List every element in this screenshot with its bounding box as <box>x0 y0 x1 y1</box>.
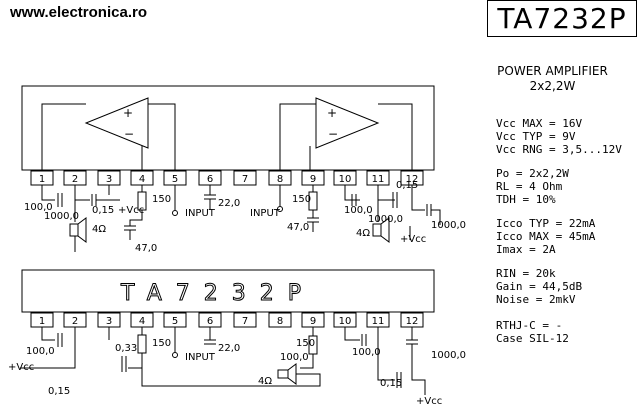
bottom-component-label-3: 0,33 <box>115 343 137 354</box>
top-pin-label-3: 3 <box>106 174 112 185</box>
bottom-component-label-11: 1000,0 <box>431 350 466 361</box>
spec-gain: Gain = 44,5dB <box>496 280 583 293</box>
spec-title-line1: POWER AMPLIFIER <box>497 64 608 78</box>
top-component-label-6: 47,0 <box>135 243 157 254</box>
bottom-component-label-1: +Vcc <box>8 362 34 373</box>
bottom-pin-label-1: 1 <box>39 316 45 327</box>
svg-text:+: + <box>327 106 337 120</box>
top-pin-label-11: 11 <box>372 174 385 185</box>
spec-case: Case SIL-12 <box>496 332 569 345</box>
top-component-label-2: +Vcc <box>118 205 144 216</box>
bottom-component-label-10: 100,0 <box>352 347 381 358</box>
bottom-external-circuit <box>20 327 426 395</box>
spec-rthj: RTHJ-C = - <box>496 319 563 332</box>
spec-vcc-rng: Vcc RNG = 3,5...12V <box>496 143 622 156</box>
top-pin-label-10: 10 <box>339 174 352 185</box>
top-component-label-11: 47,0 <box>287 222 309 233</box>
top-component-label-10: 150 <box>292 194 311 205</box>
bottom-component-label-0: 100,0 <box>26 346 55 357</box>
package-label: TA7232P <box>120 281 315 306</box>
bottom-component-label-12: 0,15 <box>380 378 402 389</box>
right-amplifier-symbol <box>315 97 380 149</box>
bottom-pin-label-8: 8 <box>277 316 283 327</box>
top-component-label-17: 1000,0 <box>431 220 466 231</box>
bottom-component-label-13: +Vcc <box>416 396 442 407</box>
spec-title-line2: 2x2,2W <box>529 79 576 93</box>
spec-rl: RL = 4 Ohm <box>496 180 563 193</box>
top-component-label-16: +Vcc <box>400 234 426 245</box>
website-url: www.electronica.ro <box>10 4 147 21</box>
top-pin-label-6: 6 <box>207 174 213 185</box>
bottom-component-label-9: 4Ω <box>258 376 272 387</box>
spec-vcc-max: Vcc MAX = 16V <box>496 117 583 130</box>
svg-text:−: − <box>124 127 134 141</box>
chip-title: TA7232P <box>497 2 627 35</box>
top-component-label-0: 100,0 <box>24 202 53 213</box>
top-component-label-12: 100,0 <box>344 205 373 216</box>
bottom-pin-label-3: 3 <box>106 316 112 327</box>
spec-vcc-typ: Vcc TYP = 9V <box>496 130 576 143</box>
top-pin-label-1: 1 <box>39 174 45 185</box>
svg-text:−: − <box>328 127 338 141</box>
bottom-pin-label-12: 12 <box>406 316 419 327</box>
top-pin-box-7 <box>233 170 257 186</box>
top-component-label-13: 0,15 <box>396 180 418 191</box>
bottom-pin-label-11: 11 <box>372 316 385 327</box>
bottom-component-label-2: 0,15 <box>48 386 70 397</box>
top-component-label-1: 0,15 <box>92 205 114 216</box>
top-component-label-8: 22,0 <box>218 198 240 209</box>
bottom-component-label-5: INPUT <box>185 352 216 363</box>
top-pin-label-12: 12 <box>406 174 419 185</box>
spec-imax: Imax = 2A <box>496 243 556 256</box>
bottom-component-label-4: 150 <box>152 338 171 349</box>
top-component-label-9: INPUT <box>250 208 281 219</box>
bottom-pin-label-10: 10 <box>339 316 352 327</box>
bottom-pin-label-5: 5 <box>172 316 178 327</box>
top-component-label-15: 4Ω <box>356 228 370 239</box>
top-pin-label-7: 7 <box>242 174 248 185</box>
top-pin-label-5: 5 <box>172 174 178 185</box>
bottom-pin-label-2: 2 <box>72 316 78 327</box>
top-component-label-5: 150 <box>152 194 171 205</box>
top-component-label-4: 4Ω <box>92 224 106 235</box>
top-component-label-14: 1000,0 <box>368 214 403 225</box>
top-pin-label-9: 9 <box>310 174 316 185</box>
bottom-pin-label-4: 4 <box>139 316 145 327</box>
bottom-pin-box-7 <box>233 312 257 328</box>
top-external-circuit <box>41 185 441 252</box>
svg-text:+: + <box>123 106 133 120</box>
top-component-label-7: INPUT <box>185 208 216 219</box>
spec-rin: RIN = 20k <box>496 267 556 280</box>
chip-title-box: TA7232P <box>487 0 637 37</box>
top-pin-label-8: 8 <box>277 174 283 185</box>
bottom-pin-label-9: 9 <box>310 316 316 327</box>
bottom-pin-label-6: 6 <box>207 316 213 327</box>
top-component-label-3: 1000,0 <box>44 211 79 222</box>
spec-icco-typ: Icco TYP = 22mA <box>496 217 596 230</box>
left-amplifier-symbol <box>84 97 149 149</box>
top-pin-label-4: 4 <box>139 174 145 185</box>
bottom-component-label-8: 100,0 <box>280 352 309 363</box>
top-ic-body <box>21 85 435 171</box>
spec-panel: POWER AMPLIFIER 2x2,2W Vcc MAX = 16V Vcc… <box>470 64 635 345</box>
bottom-pin-label-7: 7 <box>242 316 248 327</box>
bottom-component-label-6: 22,0 <box>218 343 240 354</box>
top-pin-label-2: 2 <box>72 174 78 185</box>
bottom-component-label-7: 150 <box>296 338 315 349</box>
spec-noise: Noise = 2mkV <box>496 293 576 306</box>
bottom-pin-box-8 <box>268 312 292 328</box>
spec-icco-max: Icco MAX = 45mA <box>496 230 596 243</box>
spec-po: Po = 2x2,2W <box>496 167 569 180</box>
spec-thd: TDH = 10% <box>496 193 556 206</box>
